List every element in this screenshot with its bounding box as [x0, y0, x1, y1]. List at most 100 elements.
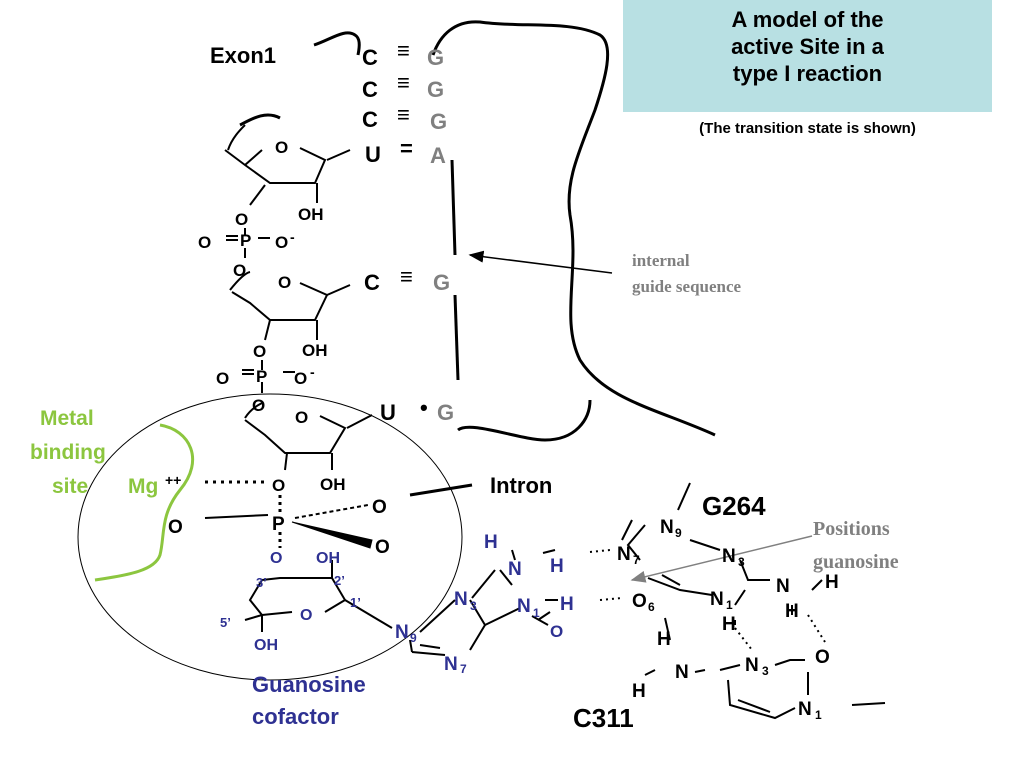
pair-4-left: U	[365, 142, 381, 167]
guanosine-label-line-1: Guanosine	[252, 672, 366, 697]
metal-label-line-3: site	[52, 475, 88, 498]
g264-n1-sub: 1	[726, 598, 733, 612]
guanosine-c5: 5’	[220, 615, 231, 630]
guanosine-c3: 3’	[256, 575, 267, 590]
pair-1-left: C	[362, 45, 378, 70]
positions-arrow	[630, 535, 813, 583]
guanosine-oh: OH	[316, 550, 340, 567]
g264-n3-sub: 3	[738, 555, 745, 569]
exon1-label: Exon1	[210, 43, 276, 68]
title-box	[623, 0, 992, 112]
c311-label: C311	[573, 703, 634, 733]
guanosine-cofactor-label: Guanosine cofactor	[252, 672, 366, 729]
guanosine-o5: O	[270, 550, 282, 567]
g264-n9: N	[660, 517, 674, 538]
g264-base	[621, 482, 823, 625]
nh-bond-1	[542, 549, 556, 554]
p-o-left: O	[168, 517, 183, 538]
pair-6-right: G	[437, 400, 454, 425]
guanosine-5-oh: OH	[254, 637, 278, 654]
pair-1-bond: ≡	[397, 38, 410, 63]
hbond-1	[589, 549, 611, 553]
phos-1-o-bottom: O	[233, 261, 246, 280]
ribose-1	[224, 124, 351, 206]
g264-n1: N	[710, 589, 724, 610]
guanosine-n3: N	[454, 589, 468, 610]
pair-3-bond: ≡	[397, 102, 410, 127]
p-center-p: P	[272, 514, 285, 535]
phos-2-o-top: O	[253, 342, 266, 361]
guanosine-ribose	[244, 560, 393, 632]
guanosine-n1-sub: 1	[533, 606, 540, 620]
guide-line-2: guide sequence	[632, 277, 742, 296]
guanosine-atoms: O OH 3’ 2’ O 1’ 5’ OH N 9 N 3 N 7 N 1 O …	[220, 532, 574, 676]
c311-h-top: H	[657, 629, 671, 650]
ribose-2	[229, 271, 351, 341]
c311-n4: N	[675, 662, 689, 683]
diagram-subtitle: (The transition state is shown)	[699, 120, 916, 137]
p-o-bottom-right: O	[375, 537, 390, 558]
g264-atoms: N 9 N 7 N 3 O 6 N 1 N H H H G264	[617, 491, 839, 635]
p-o-top-right: O	[372, 497, 387, 518]
positions-line-1: Positions	[813, 518, 890, 540]
g264-n1-h: H	[722, 614, 736, 635]
hbond-4	[734, 627, 753, 651]
guanosine-label-line-2: cofactor	[252, 704, 339, 729]
guanosine-n1-h: H	[560, 594, 574, 615]
g264-nh2-h1: H	[825, 572, 839, 593]
pair-3-right: G	[430, 109, 447, 134]
g264-o6: O	[632, 591, 647, 612]
guanosine-o6: O	[550, 622, 563, 641]
guanosine-n9-sub: 9	[410, 631, 417, 645]
phos-1-o-left: O	[198, 233, 211, 252]
phos-2-p: P	[256, 367, 267, 386]
ribose-3-oh: OH	[320, 475, 346, 494]
phosphorus-center	[204, 495, 373, 549]
phos-2-o-bottom: O	[252, 396, 265, 415]
intron-backbone	[239, 20, 716, 497]
g264-n7-sub: 7	[633, 553, 640, 567]
pair-2-left: C	[362, 77, 378, 102]
pair-5-right: G	[433, 270, 450, 295]
pair-5-bond: ≡	[400, 264, 413, 289]
ribose-2-oh: OH	[302, 341, 328, 360]
active-site-ellipse	[77, 393, 463, 681]
phos-1-o-minus: O	[275, 233, 288, 252]
base-pairs: C ≡ G C ≡ G C ≡ G U = A C ≡ G U • G	[362, 38, 454, 425]
phos-2-o-left: O	[216, 369, 229, 388]
guide-sequence-label: internal guide sequence	[632, 251, 742, 296]
pair-6-bond: •	[420, 395, 428, 420]
hbond-2	[599, 597, 623, 601]
phosphate-2	[242, 360, 295, 393]
guanosine-h-top: H	[484, 532, 498, 553]
metal-binding-label: Metal binding site Mg ++	[30, 407, 181, 498]
metal-label-line-1: Metal	[40, 407, 94, 430]
ribose-2-ring-o: O	[278, 273, 291, 292]
guanosine-n7: N	[444, 654, 458, 675]
title-line-3: type I reaction	[732, 61, 883, 86]
metal-binding-strand	[94, 423, 195, 582]
c311-base	[644, 659, 886, 720]
ribose-3-o3: O	[272, 476, 285, 495]
pair-5-left: C	[364, 270, 380, 295]
guide-arrow	[468, 250, 613, 274]
phos-2-charge: -	[310, 364, 315, 380]
c311-o2: O	[815, 647, 830, 668]
ribose-1-atoms: O OH O O P O - O	[198, 138, 324, 280]
c311-n1: N	[798, 699, 812, 720]
guanosine-n1: N	[517, 596, 531, 617]
guanosine-ring-o: O	[300, 607, 312, 624]
guanosine-n9: N	[395, 622, 409, 643]
pair-2-bond: ≡	[397, 70, 410, 95]
g264-nh2-h2: H	[785, 601, 799, 622]
intron-label: Intron	[490, 473, 552, 498]
mg-charge: ++	[165, 472, 181, 488]
pair-4-right: A	[430, 143, 446, 168]
hbond-3	[807, 614, 826, 643]
ribose-2-atoms: O OH O O P O - O	[216, 273, 328, 415]
c311-h-left: H	[632, 681, 646, 702]
g264-n3: N	[722, 546, 736, 567]
guanosine-n7-sub: 7	[460, 662, 467, 676]
